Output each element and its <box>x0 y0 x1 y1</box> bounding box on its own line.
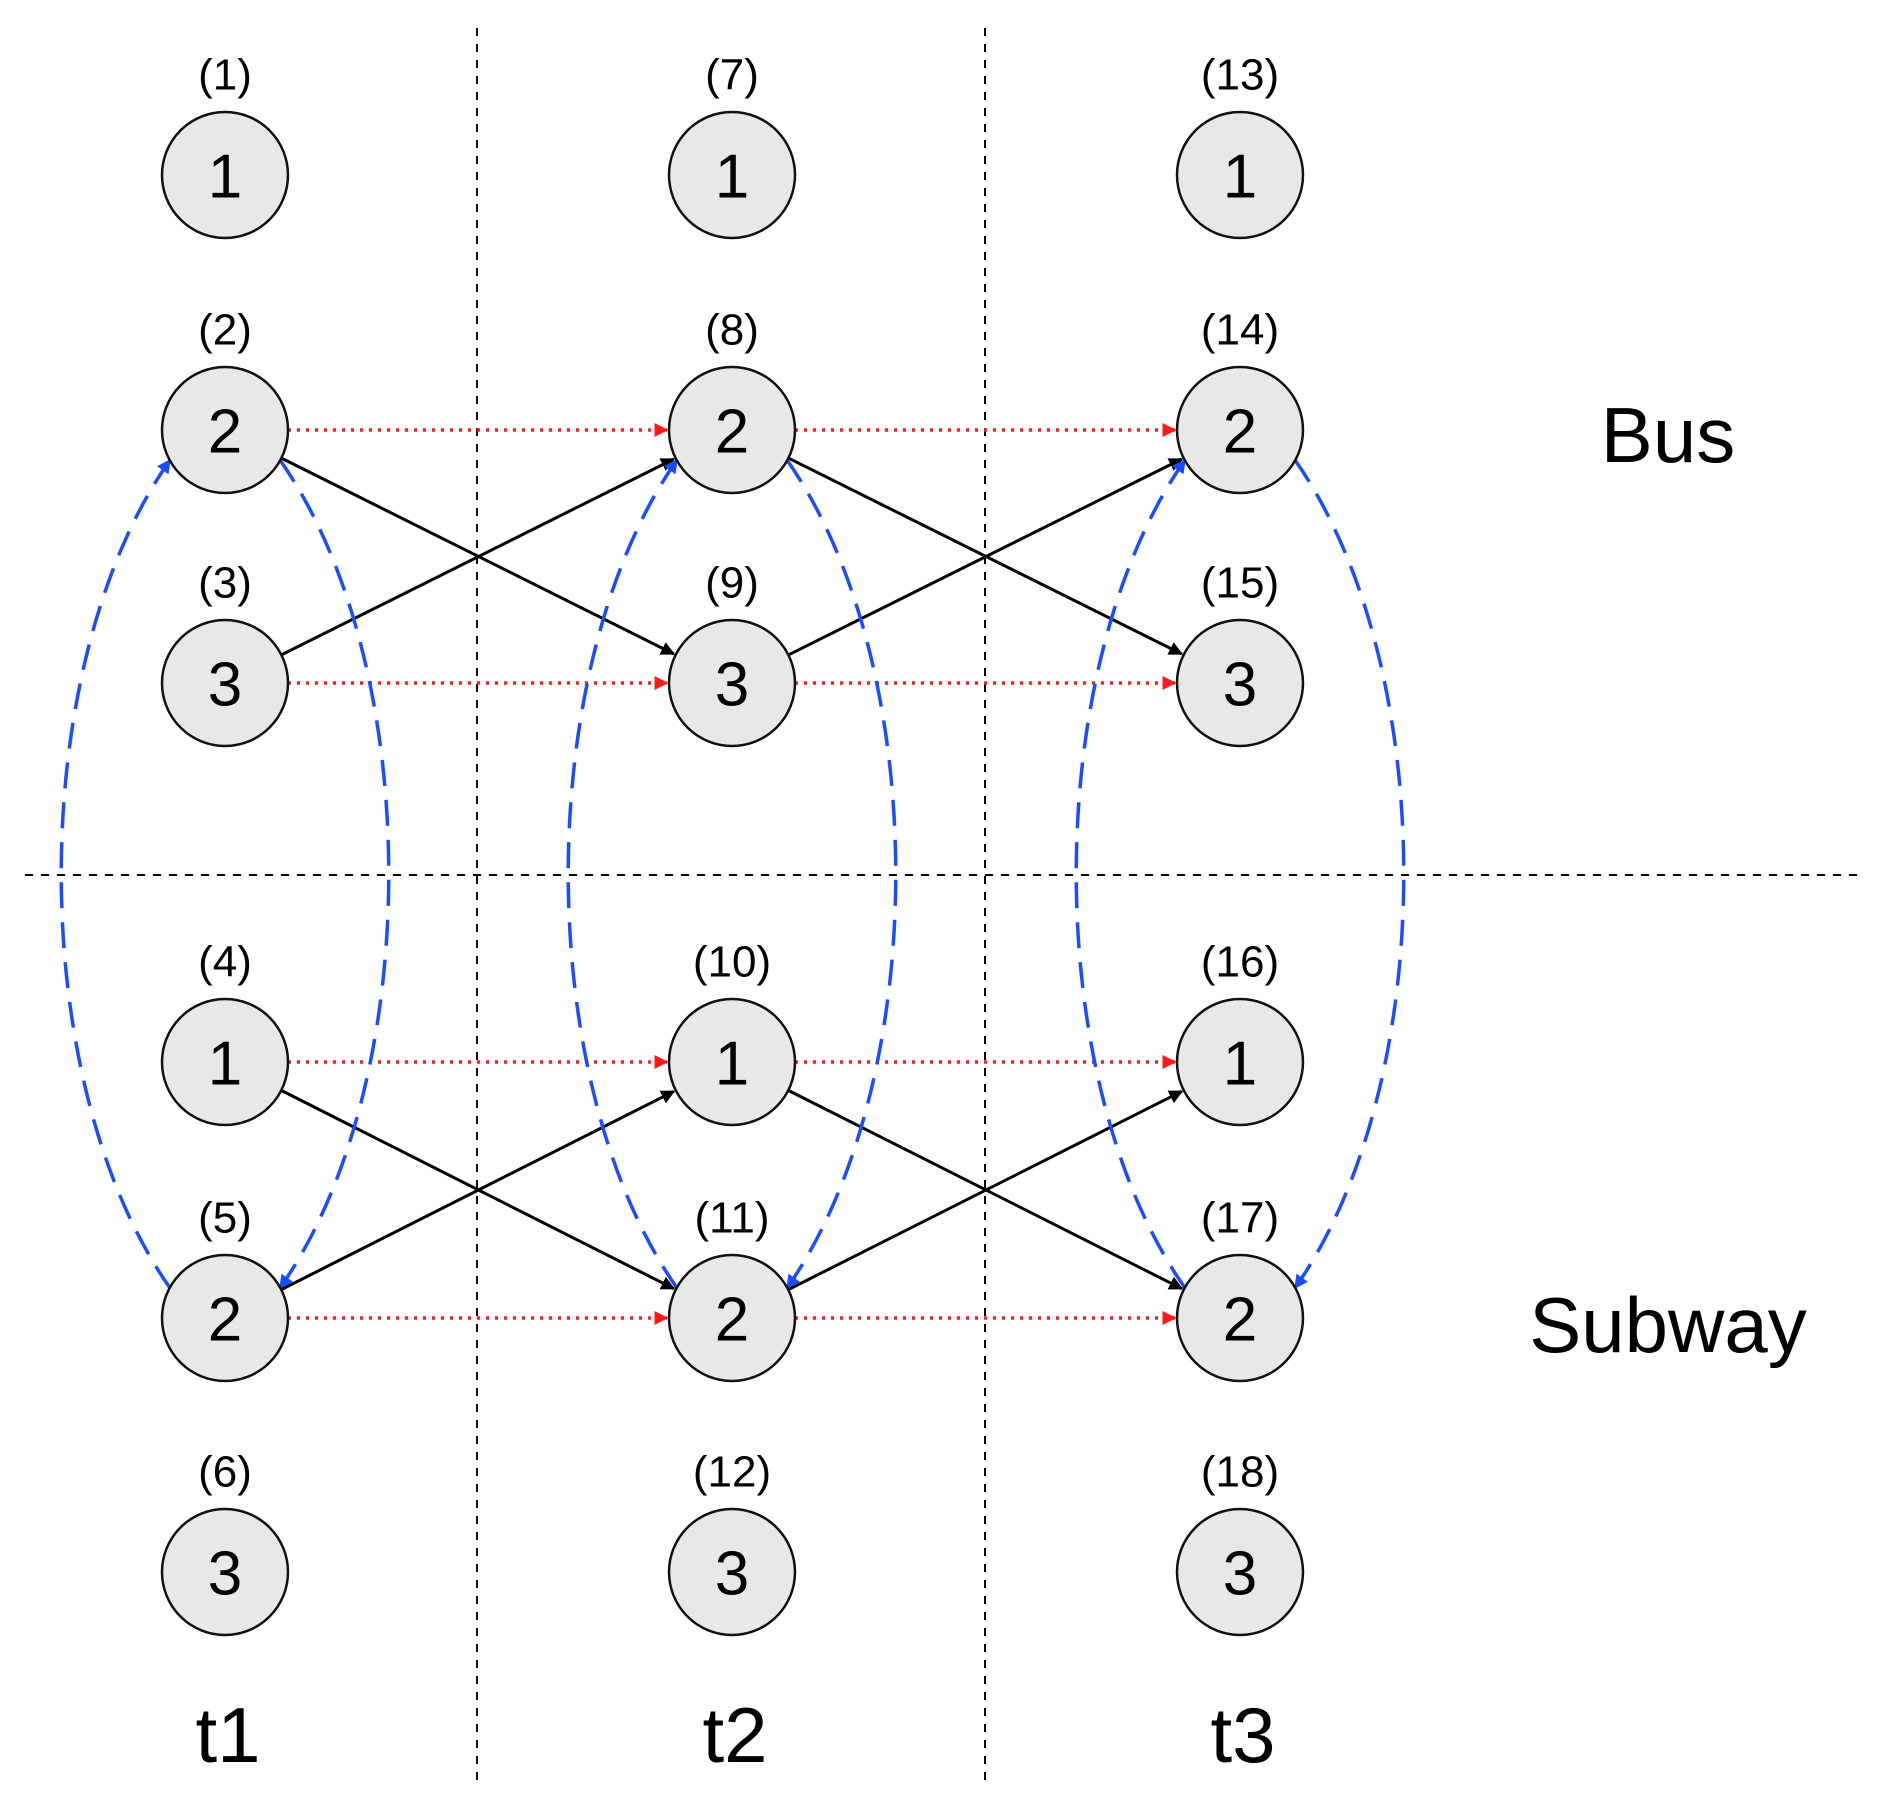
node-13: (13) 1 <box>1175 51 1305 240</box>
node-9: (9) 3 <box>667 559 797 748</box>
dividers <box>25 28 1860 1780</box>
node-circle <box>1175 1507 1305 1637</box>
edge-black-5-10 <box>280 1089 676 1291</box>
node-id-label: (13) <box>1201 51 1279 100</box>
edge-black-11-16 <box>787 1089 1184 1291</box>
node-label: 3 <box>208 651 242 720</box>
node-id-label: (18) <box>1201 1448 1279 1497</box>
nodes: (1) 1 (2) 2 (3) 3 (4) 1 (5) 2 (6) 3 (7) 1 (8) 2 (9) 3 (10)… <box>160 51 1305 1637</box>
node-id-label: (3) <box>198 559 252 608</box>
node-id-label: (16) <box>1201 938 1279 987</box>
node-15: (15) 3 <box>1175 559 1305 748</box>
node-circle <box>160 1253 290 1383</box>
node-id-label: (6) <box>198 1448 252 1497</box>
node-5: (5) 2 <box>160 1194 290 1383</box>
node-label: 2 <box>1223 1286 1257 1355</box>
node-id-label: (2) <box>198 306 252 355</box>
node-circle <box>667 618 797 748</box>
layer-label-bus: Bus <box>1601 391 1735 479</box>
node-label: 2 <box>1223 398 1257 467</box>
node-14: (14) 2 <box>1175 306 1305 495</box>
time-label-t3: t3 <box>1210 1691 1275 1779</box>
node-circle <box>667 997 797 1127</box>
node-label: 2 <box>208 398 242 467</box>
node-id-label: (15) <box>1201 559 1279 608</box>
time-label-t1: t1 <box>195 1691 260 1779</box>
node-label: 2 <box>715 1286 749 1355</box>
node-id-label: (12) <box>693 1448 771 1497</box>
edges <box>59 423 1406 1325</box>
node-label: 3 <box>715 1540 749 1609</box>
node-label: 3 <box>1223 651 1257 720</box>
node-10: (10) 1 <box>667 938 797 1127</box>
node-circle <box>667 1507 797 1637</box>
node-id-label: (4) <box>198 938 252 987</box>
node-circle <box>1175 365 1305 495</box>
node-label: 1 <box>208 1030 242 1099</box>
node-id-label: (8) <box>705 306 759 355</box>
node-circle <box>1175 110 1305 240</box>
node-id-label: (11) <box>695 1194 770 1243</box>
node-label: 1 <box>208 143 242 212</box>
node-circle <box>160 110 290 240</box>
node-circle <box>160 365 290 495</box>
node-circle <box>160 1507 290 1637</box>
node-17: (17) 2 <box>1175 1194 1305 1383</box>
node-16: (16) 1 <box>1175 938 1305 1127</box>
layer-label-subway: Subway <box>1529 1281 1807 1369</box>
node-label: 2 <box>715 398 749 467</box>
node-1: (1) 1 <box>160 51 290 240</box>
node-11: (11) 2 <box>667 1194 797 1383</box>
node-id-label: (14) <box>1201 306 1279 355</box>
node-8: (8) 2 <box>667 306 797 495</box>
labels: Bus Subway t1 t2 t3 <box>195 391 1806 1779</box>
node-7: (7) 1 <box>667 51 797 240</box>
time-label-t2: t2 <box>702 1691 767 1779</box>
node-circle <box>1175 618 1305 748</box>
node-circle <box>667 110 797 240</box>
node-id-label: (5) <box>198 1194 252 1243</box>
node-circle <box>1175 1253 1305 1383</box>
node-12: (12) 3 <box>667 1448 797 1637</box>
node-4: (4) 1 <box>160 938 290 1127</box>
node-label: 3 <box>715 651 749 720</box>
node-label: 1 <box>715 143 749 212</box>
node-circle <box>160 997 290 1127</box>
node-id-label: (7) <box>705 51 759 100</box>
node-label: 3 <box>208 1540 242 1609</box>
node-label: 1 <box>1223 1030 1257 1099</box>
node-3: (3) 3 <box>160 559 290 748</box>
node-id-label: (1) <box>198 51 252 100</box>
node-id-label: (17) <box>1201 1194 1279 1243</box>
node-label: 3 <box>1223 1540 1257 1609</box>
node-circle <box>160 618 290 748</box>
node-2: (2) 2 <box>160 306 290 495</box>
node-circle <box>667 1253 797 1383</box>
node-label: 2 <box>208 1286 242 1355</box>
node-id-label: (10) <box>693 938 771 987</box>
node-circle <box>1175 997 1305 1127</box>
edge-black-9-14 <box>787 457 1184 657</box>
node-label: 1 <box>715 1030 749 1099</box>
node-circle <box>667 365 797 495</box>
node-id-label: (9) <box>705 559 759 608</box>
node-6: (6) 3 <box>160 1448 290 1637</box>
edge-black-3-8 <box>280 457 676 657</box>
node-label: 1 <box>1223 143 1257 212</box>
node-18: (18) 3 <box>1175 1448 1305 1637</box>
